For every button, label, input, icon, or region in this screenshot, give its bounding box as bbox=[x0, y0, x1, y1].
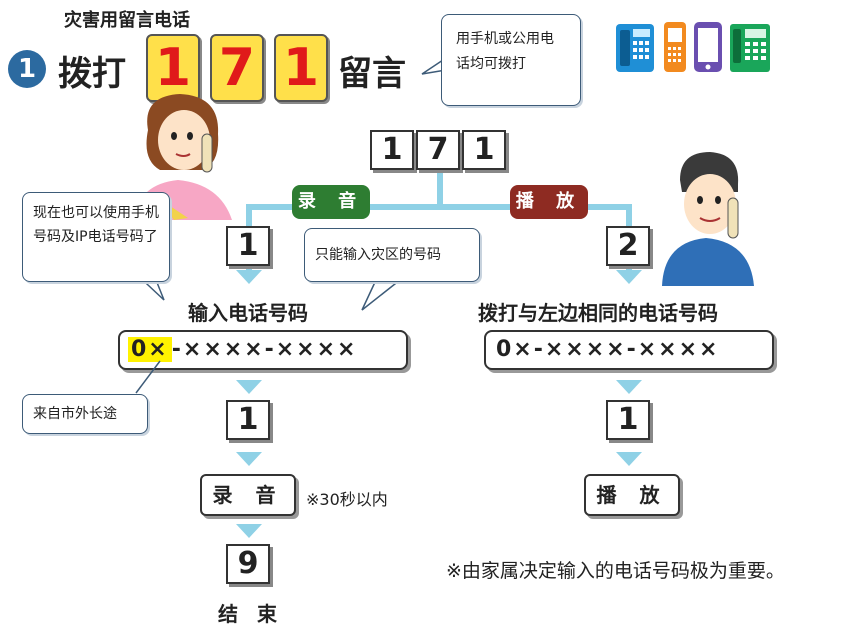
footnote: ※由家属决定输入的电话号码极为重要。 bbox=[446, 560, 785, 582]
area-code-highlight: 0× bbox=[128, 337, 172, 362]
play-step: 播 放 bbox=[584, 474, 680, 516]
arrow-down bbox=[236, 270, 262, 284]
end-label: 结 束 bbox=[218, 602, 283, 626]
record-step: 录 音 bbox=[200, 474, 296, 516]
man-on-phone-illustration bbox=[662, 152, 754, 286]
right-heading: 拨打与左边相同的电话号码 bbox=[478, 301, 718, 325]
record-time-note: ※30秒以内 bbox=[306, 490, 388, 509]
phone-icons bbox=[616, 22, 770, 72]
arrow-down bbox=[616, 380, 642, 394]
key-1-record: 1 bbox=[226, 226, 270, 266]
number-rest: -××××-×××× bbox=[171, 337, 358, 362]
page-title: 灾害用留言电话 bbox=[64, 10, 190, 31]
callout-tail bbox=[361, 279, 403, 311]
public-phone-icon bbox=[730, 24, 770, 72]
key-9-end: 9 bbox=[226, 544, 270, 584]
disaster-area-callout: 只能输入灾区的号码 bbox=[304, 228, 480, 282]
key-1: 1 bbox=[462, 130, 506, 170]
key-2-play: 2 bbox=[606, 226, 650, 266]
dial-label: 拨打 bbox=[58, 54, 126, 94]
play-pill: 播 放 bbox=[510, 185, 588, 219]
arrow-down bbox=[616, 270, 642, 284]
message-label: 留言 bbox=[338, 54, 406, 94]
phone-number-input-right: 0×-××××-×××× bbox=[484, 330, 774, 370]
long-distance-callout: 来自市外长途 bbox=[22, 394, 148, 434]
record-pill: 录 音 bbox=[292, 185, 370, 219]
mobile-phone-icon bbox=[664, 22, 686, 72]
key-1-confirm-right: 1 bbox=[606, 400, 650, 440]
digit-card-1: 1 bbox=[146, 34, 200, 102]
left-heading: 输入电话号码 bbox=[188, 301, 308, 325]
digit-card-2: 7 bbox=[210, 34, 264, 102]
key-1-confirm-left: 1 bbox=[226, 400, 270, 440]
flow-line bbox=[437, 168, 443, 208]
phone-number-input-left: 0×-××××-×××× bbox=[118, 330, 408, 370]
digit-card-3: 1 bbox=[274, 34, 328, 102]
smartphone-icon bbox=[694, 22, 722, 72]
step-badge: 1 bbox=[8, 50, 46, 88]
callout-tail bbox=[135, 360, 161, 394]
mobile-ip-callout: 现在也可以使用手机号码及IP电话号码了 bbox=[22, 192, 170, 282]
key-7: 7 bbox=[416, 130, 460, 170]
desk-phone-icon bbox=[616, 24, 654, 72]
key-1: 1 bbox=[370, 130, 414, 170]
arrow-down bbox=[236, 524, 262, 538]
arrow-down bbox=[616, 452, 642, 466]
arrow-down bbox=[236, 452, 262, 466]
flow-line bbox=[246, 204, 632, 210]
phones-callout: 用手机或公用电话均可拨打 bbox=[441, 14, 581, 106]
arrow-down bbox=[236, 380, 262, 394]
